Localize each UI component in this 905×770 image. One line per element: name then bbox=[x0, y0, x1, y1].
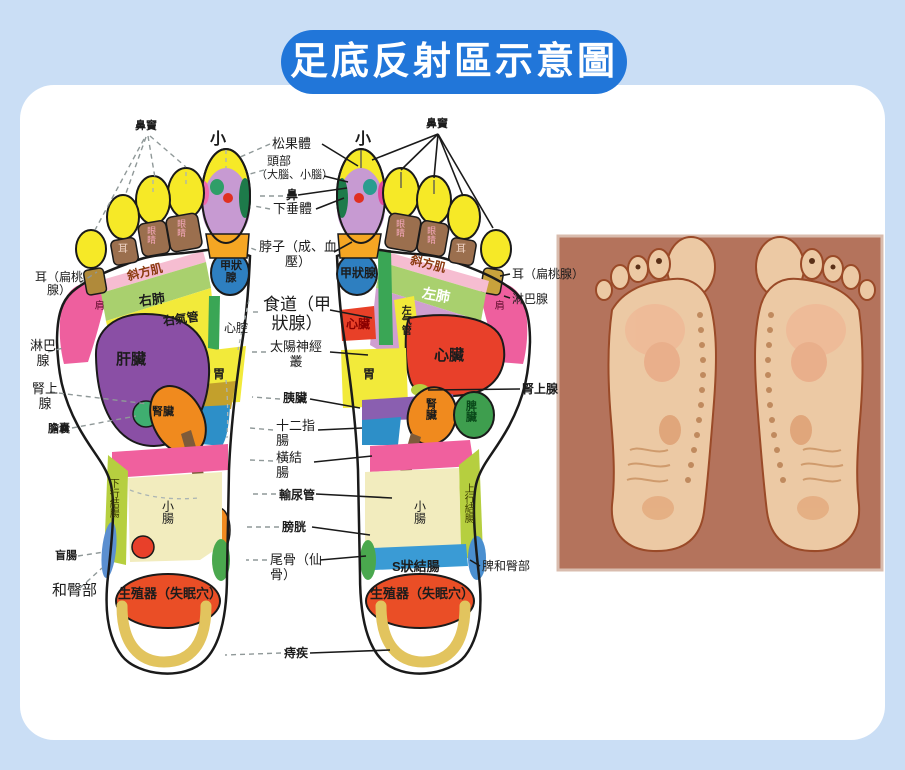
right-foot-diagram bbox=[335, 148, 532, 675]
rf-kidney: 腎臟 bbox=[424, 398, 437, 420]
lf-shoulder: 肩 bbox=[92, 300, 104, 310]
label-lymph-left: 淋巴腺 bbox=[29, 338, 56, 368]
rf-stomach: 胃 bbox=[363, 367, 376, 381]
label-adrenal-right: 腎上腺 bbox=[522, 382, 559, 396]
rf-sigmoid: S狀結腸 bbox=[392, 559, 440, 574]
lf-stomach: 胃 bbox=[213, 367, 226, 381]
rf-heart-small: 心臟 bbox=[346, 317, 371, 331]
foot-photo bbox=[556, 234, 884, 572]
label-ear-tonsil-right: 耳（扁桃腺） bbox=[512, 267, 585, 281]
label-gallbladder: 膽囊 bbox=[48, 423, 70, 435]
rf-eye-box-1: 眼睛 bbox=[395, 219, 406, 237]
rf-small: 小 bbox=[355, 131, 372, 148]
label-duodenum: 十二指腸 bbox=[276, 418, 316, 448]
lf-sinus: 鼻竇 bbox=[135, 120, 157, 132]
label-nose: 鼻 bbox=[286, 188, 299, 202]
lf-eye-box-1: 眼睛 bbox=[176, 219, 187, 237]
label-transverse-colon: 橫結腸 bbox=[276, 450, 303, 480]
rf-ear-box: 耳 bbox=[456, 244, 466, 255]
rf-eye-box-2: 眼睛 bbox=[426, 226, 437, 244]
label-pancreas: 胰臟 bbox=[283, 391, 308, 405]
label-cecum: 盲腸 bbox=[55, 550, 77, 562]
rf-ascending-colon: 上行結腸 bbox=[462, 483, 474, 523]
lf-small: 小 bbox=[210, 131, 227, 148]
lf-descending-colon: 下行結腸 bbox=[107, 478, 119, 518]
left-foot-diagram bbox=[55, 148, 252, 675]
lf-heart-cavity: 心腔 bbox=[224, 321, 249, 335]
rf-heart: 心臟 bbox=[434, 347, 465, 364]
lf-kidney: 腎臟 bbox=[152, 406, 174, 418]
label-pineal: 松果體 bbox=[272, 136, 312, 151]
label-head: 頭部 bbox=[267, 154, 292, 168]
rf-sinus: 鼻竇 bbox=[426, 118, 448, 130]
lf-genital: 生殖器（失眠穴） bbox=[118, 586, 223, 601]
label-spleen-buttocks: 脾和臀部 bbox=[482, 559, 531, 573]
rf-thyroid: 甲狀腺 bbox=[340, 266, 377, 280]
label-coccyx: 尾骨（仙骨） bbox=[270, 552, 323, 582]
rf-small-intestine: 小腸 bbox=[412, 500, 427, 524]
label-adrenal-left: 腎上腺 bbox=[31, 381, 58, 411]
label-esophagus: 食道（甲狀腺） bbox=[263, 295, 331, 334]
label-hemorrhoids: 痔疾 bbox=[284, 646, 309, 660]
label-head-2: （大腦、小腦） bbox=[256, 169, 333, 181]
page-title: 足底反射區示意圖 bbox=[281, 30, 627, 94]
label-ear-tonsil-left: 耳（扁桃腺） bbox=[34, 270, 83, 298]
lf-liver: 肝臟 bbox=[116, 351, 147, 368]
label-ureter: 輸尿管 bbox=[279, 488, 316, 502]
label-pituitary: 下垂體 bbox=[273, 201, 313, 216]
label-solar-plexus: 太陽神經叢 bbox=[269, 339, 322, 369]
label-bladder: 膀胱 bbox=[282, 520, 307, 534]
lf-thyroid: 甲狀腺 bbox=[220, 260, 242, 285]
label-lymph-right: 淋巴腺 bbox=[512, 292, 549, 306]
lf-small-intestine: 小腸 bbox=[160, 500, 175, 524]
lf-eye-box-2: 眼睛 bbox=[146, 226, 157, 244]
rf-genital: 生殖器（失眠穴） bbox=[370, 586, 475, 601]
pointer-lines bbox=[47, 133, 521, 656]
rf-left-trachea: 左气管 bbox=[399, 305, 411, 335]
rf-shoulder: 肩 bbox=[492, 300, 504, 310]
label-buttocks: 和臀部 bbox=[52, 582, 98, 599]
lf-ear-box: 耳 bbox=[118, 244, 128, 255]
rf-spleen: 脾臟 bbox=[464, 400, 477, 422]
label-neck: 脖子（成、血壓） bbox=[258, 239, 337, 269]
